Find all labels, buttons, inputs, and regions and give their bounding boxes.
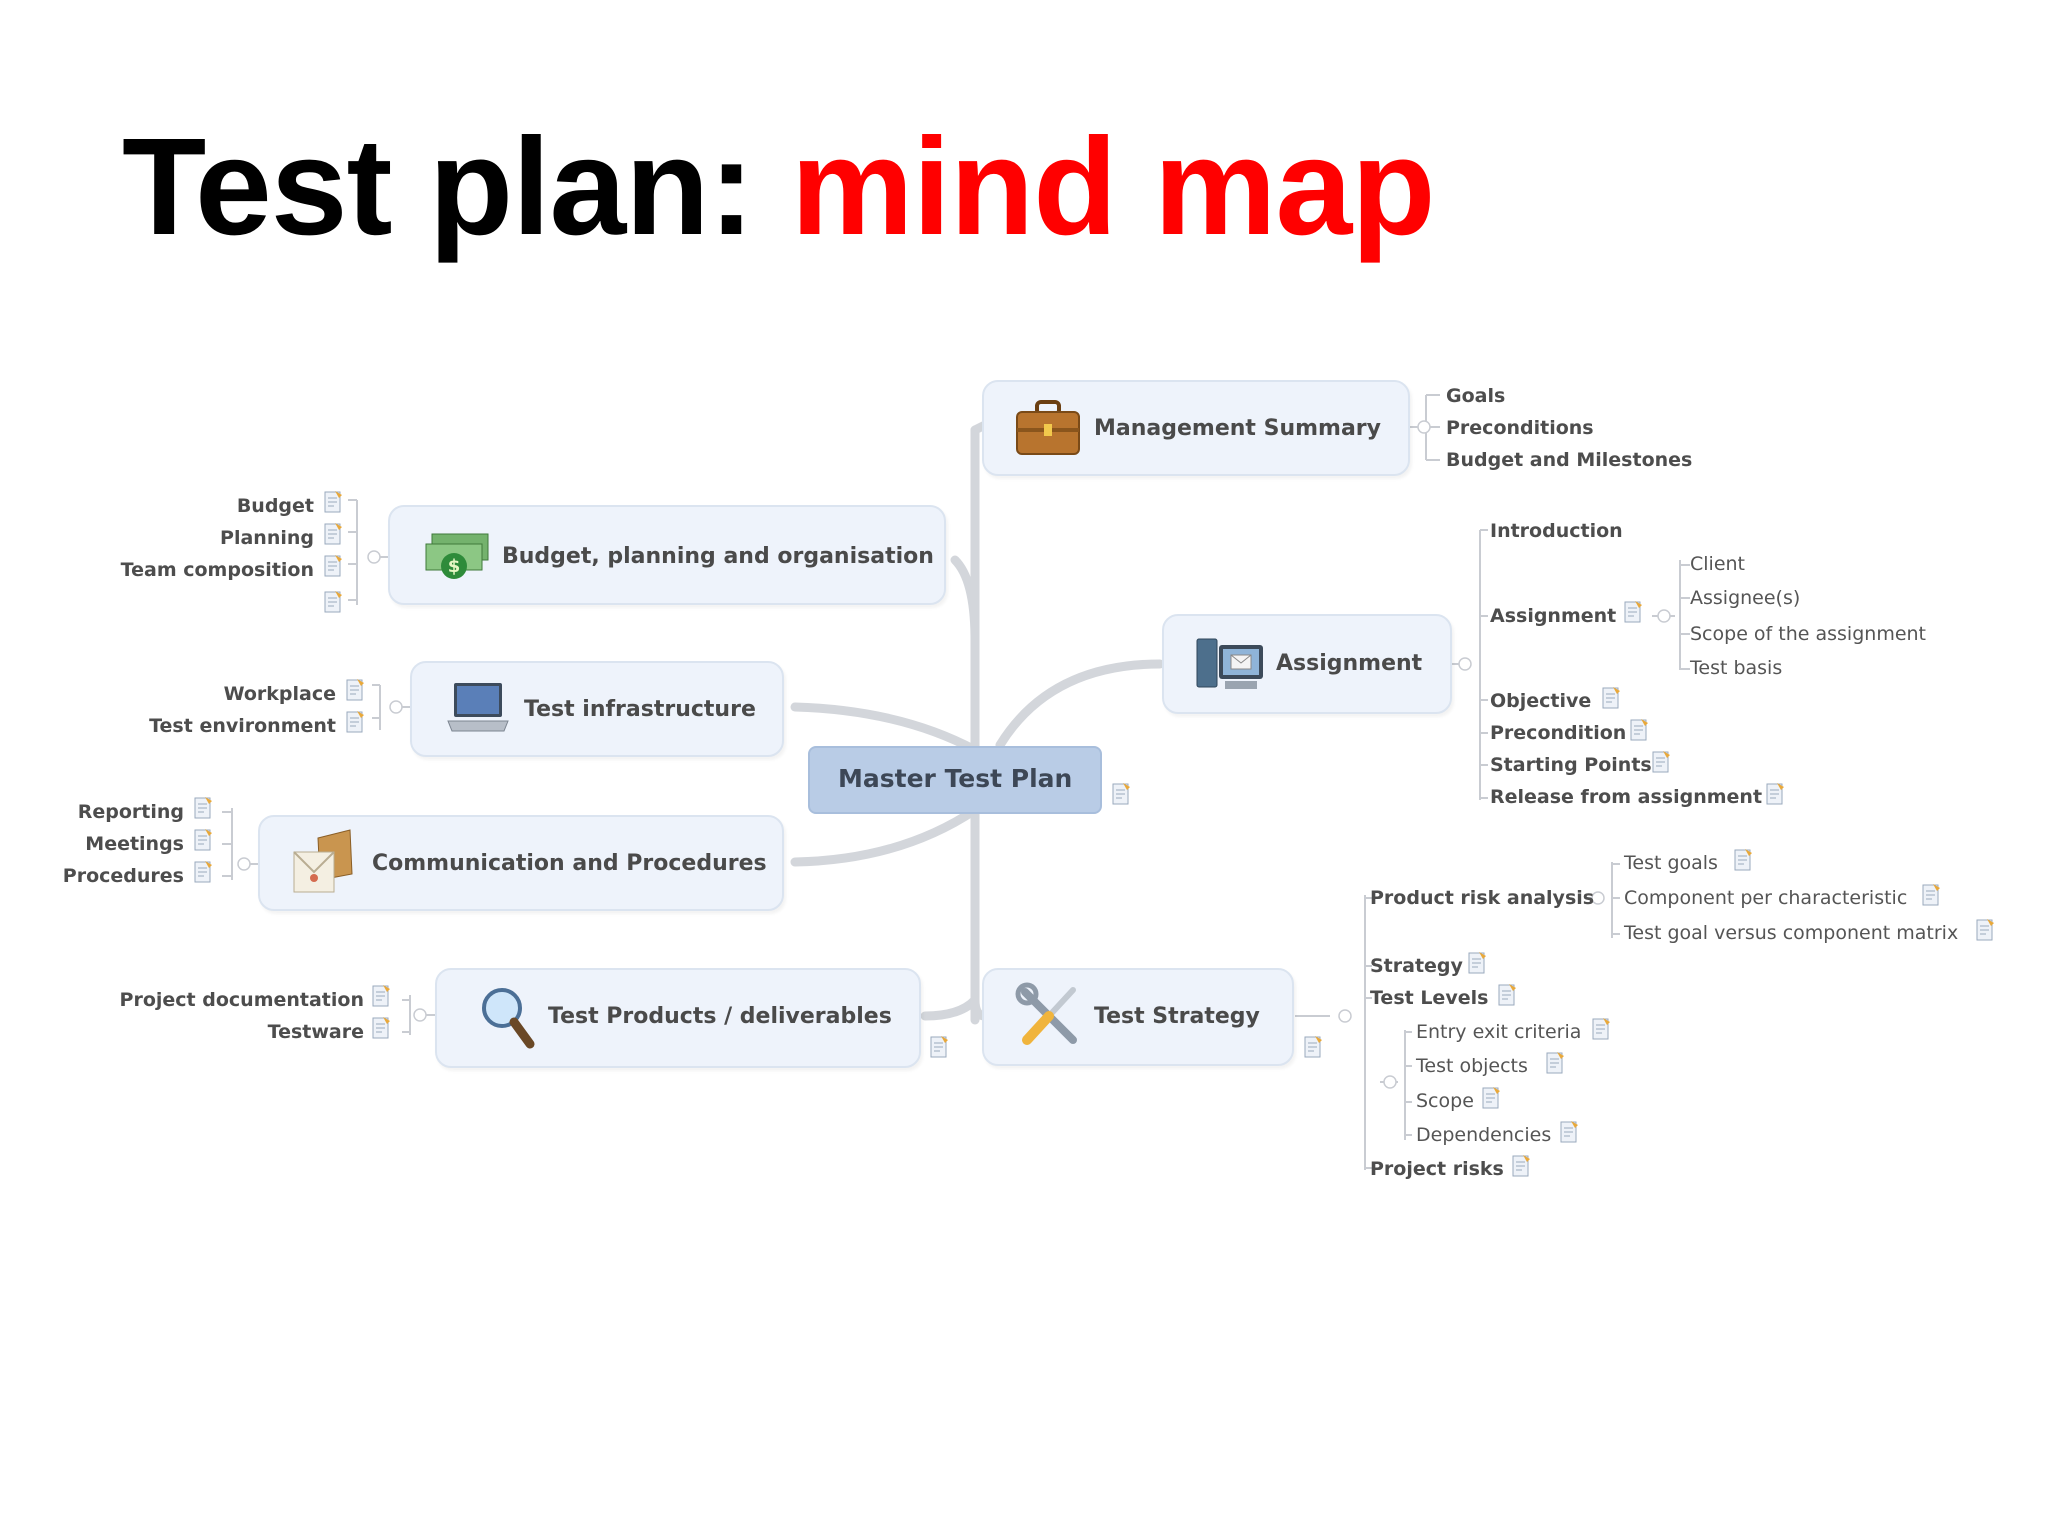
note-icon[interactable]: [1624, 600, 1643, 623]
collapse-toggle: [1384, 1076, 1396, 1088]
collapse-toggle: [390, 701, 402, 713]
laptop-icon: [446, 679, 510, 735]
briefcase-icon: [1015, 400, 1081, 456]
leaf-assignees: Assignee(s): [1690, 587, 1800, 609]
central-topic-label: Master Test Plan: [838, 764, 1072, 793]
connector-to-products: [925, 1000, 975, 1016]
node-test-products-label: Test Products / deliverables: [548, 1004, 892, 1029]
collapse-toggle: [1459, 658, 1471, 670]
leaf-strategy: Strategy: [1370, 955, 1463, 977]
leaf-team-composition: Team composition: [121, 559, 314, 581]
collapse-toggle: [1658, 610, 1670, 622]
note-icon[interactable]: [1766, 782, 1785, 805]
note-icon[interactable]: [324, 522, 343, 545]
tools-icon: [1015, 982, 1083, 1050]
node-test-infrastructure-label: Test infrastructure: [524, 697, 756, 722]
envelope-box-icon: [290, 828, 356, 896]
leaf-dependencies: Dependencies: [1416, 1124, 1551, 1146]
leaf-preconditions: Preconditions: [1446, 417, 1594, 439]
collapse-toggle: [238, 858, 250, 870]
magnifier-icon: [478, 984, 536, 1050]
note-icon[interactable]: [1304, 1035, 1323, 1058]
leaf-test-goal-component-matrix: Test goal versus component matrix: [1624, 922, 1958, 944]
note-icon[interactable]: [1512, 1154, 1531, 1177]
leaf-test-basis: Test basis: [1690, 657, 1782, 679]
note-icon[interactable]: [346, 710, 365, 733]
leaf-meetings: Meetings: [85, 833, 184, 855]
note-icon[interactable]: [1734, 848, 1753, 871]
leaf-workplace: Workplace: [224, 683, 336, 705]
leaf-project-documentation: Project documentation: [120, 989, 364, 1011]
node-management-summary-label: Management Summary: [1094, 416, 1381, 441]
leaf-scope: Scope: [1416, 1090, 1474, 1112]
leaf-goals: Goals: [1446, 385, 1505, 407]
note-icon[interactable]: [1592, 1017, 1611, 1040]
note-icon[interactable]: [194, 860, 213, 883]
leaf-test-levels: Test Levels: [1370, 987, 1488, 1009]
leaf-project-risks: Project risks: [1370, 1158, 1504, 1180]
note-icon[interactable]: [324, 590, 343, 613]
note-icon[interactable]: [1602, 686, 1621, 709]
note-icon[interactable]: [1976, 918, 1995, 941]
leaf-test-objects: Test objects: [1416, 1055, 1528, 1077]
leaf-precondition: Precondition: [1490, 722, 1626, 744]
leaf-client: Client: [1690, 553, 1745, 575]
node-budget-planning-label: Budget, planning and organisation: [502, 544, 934, 569]
leaf-starting-points: Starting Points: [1490, 754, 1652, 776]
collapse-toggle: [1339, 1010, 1351, 1022]
connector-to-infra: [795, 707, 975, 750]
note-icon[interactable]: [1652, 750, 1671, 773]
leaf-release-from-assignment: Release from assignment: [1490, 786, 1762, 808]
note-icon[interactable]: [372, 1016, 391, 1039]
collapse-toggle: [368, 551, 380, 563]
note-icon[interactable]: [1560, 1120, 1579, 1143]
leaf-procedures: Procedures: [63, 865, 184, 887]
leaf-objective: Objective: [1490, 690, 1591, 712]
collapse-toggle: [414, 1009, 426, 1021]
leaf-entry-exit-criteria: Entry exit criteria: [1416, 1021, 1581, 1043]
note-icon[interactable]: [1922, 883, 1941, 906]
leaf-component-per-characteristic: Component per characteristic: [1624, 887, 1907, 909]
note-icon[interactable]: [930, 1035, 949, 1058]
svg-text:$: $: [448, 556, 461, 577]
note-icon[interactable]: [372, 984, 391, 1007]
leaf-planning: Planning: [220, 527, 314, 549]
leaf-test-goals: Test goals: [1624, 852, 1718, 874]
leaf-testware: Testware: [268, 1021, 364, 1043]
note-icon[interactable]: [1498, 983, 1517, 1006]
note-icon[interactable]: [1468, 951, 1487, 974]
leaf-budget-milestones: Budget and Milestones: [1446, 449, 1692, 471]
note-icon[interactable]: [1630, 718, 1649, 741]
leaf-product-risk-analysis: Product risk analysis: [1370, 887, 1594, 909]
note-icon[interactable]: [346, 678, 365, 701]
node-test-strategy-label: Test Strategy: [1094, 1004, 1260, 1029]
note-icon[interactable]: [1112, 782, 1131, 805]
leaf-test-environment: Test environment: [149, 715, 336, 737]
leaf-scope-of-assignment: Scope of the assignment: [1690, 623, 1926, 645]
leaf-introduction: Introduction: [1490, 520, 1623, 542]
money-icon: $: [422, 530, 490, 582]
note-icon[interactable]: [194, 796, 213, 819]
note-icon[interactable]: [324, 554, 343, 577]
leaf-budget: Budget: [237, 495, 314, 517]
note-icon[interactable]: [1546, 1051, 1565, 1074]
node-communication-label: Communication and Procedures: [372, 851, 767, 876]
connector-to-assignment: [1000, 664, 1160, 745]
collapse-toggle: [1418, 421, 1430, 433]
note-icon[interactable]: [194, 828, 213, 851]
note-icon[interactable]: [1482, 1086, 1501, 1109]
connector-to-comm: [795, 810, 975, 862]
computer-icon: [1195, 633, 1265, 695]
note-icon[interactable]: [324, 490, 343, 513]
node-assignment-label: Assignment: [1276, 651, 1422, 676]
leaf-reporting: Reporting: [78, 801, 184, 823]
leaf-assignment: Assignment: [1490, 605, 1616, 627]
